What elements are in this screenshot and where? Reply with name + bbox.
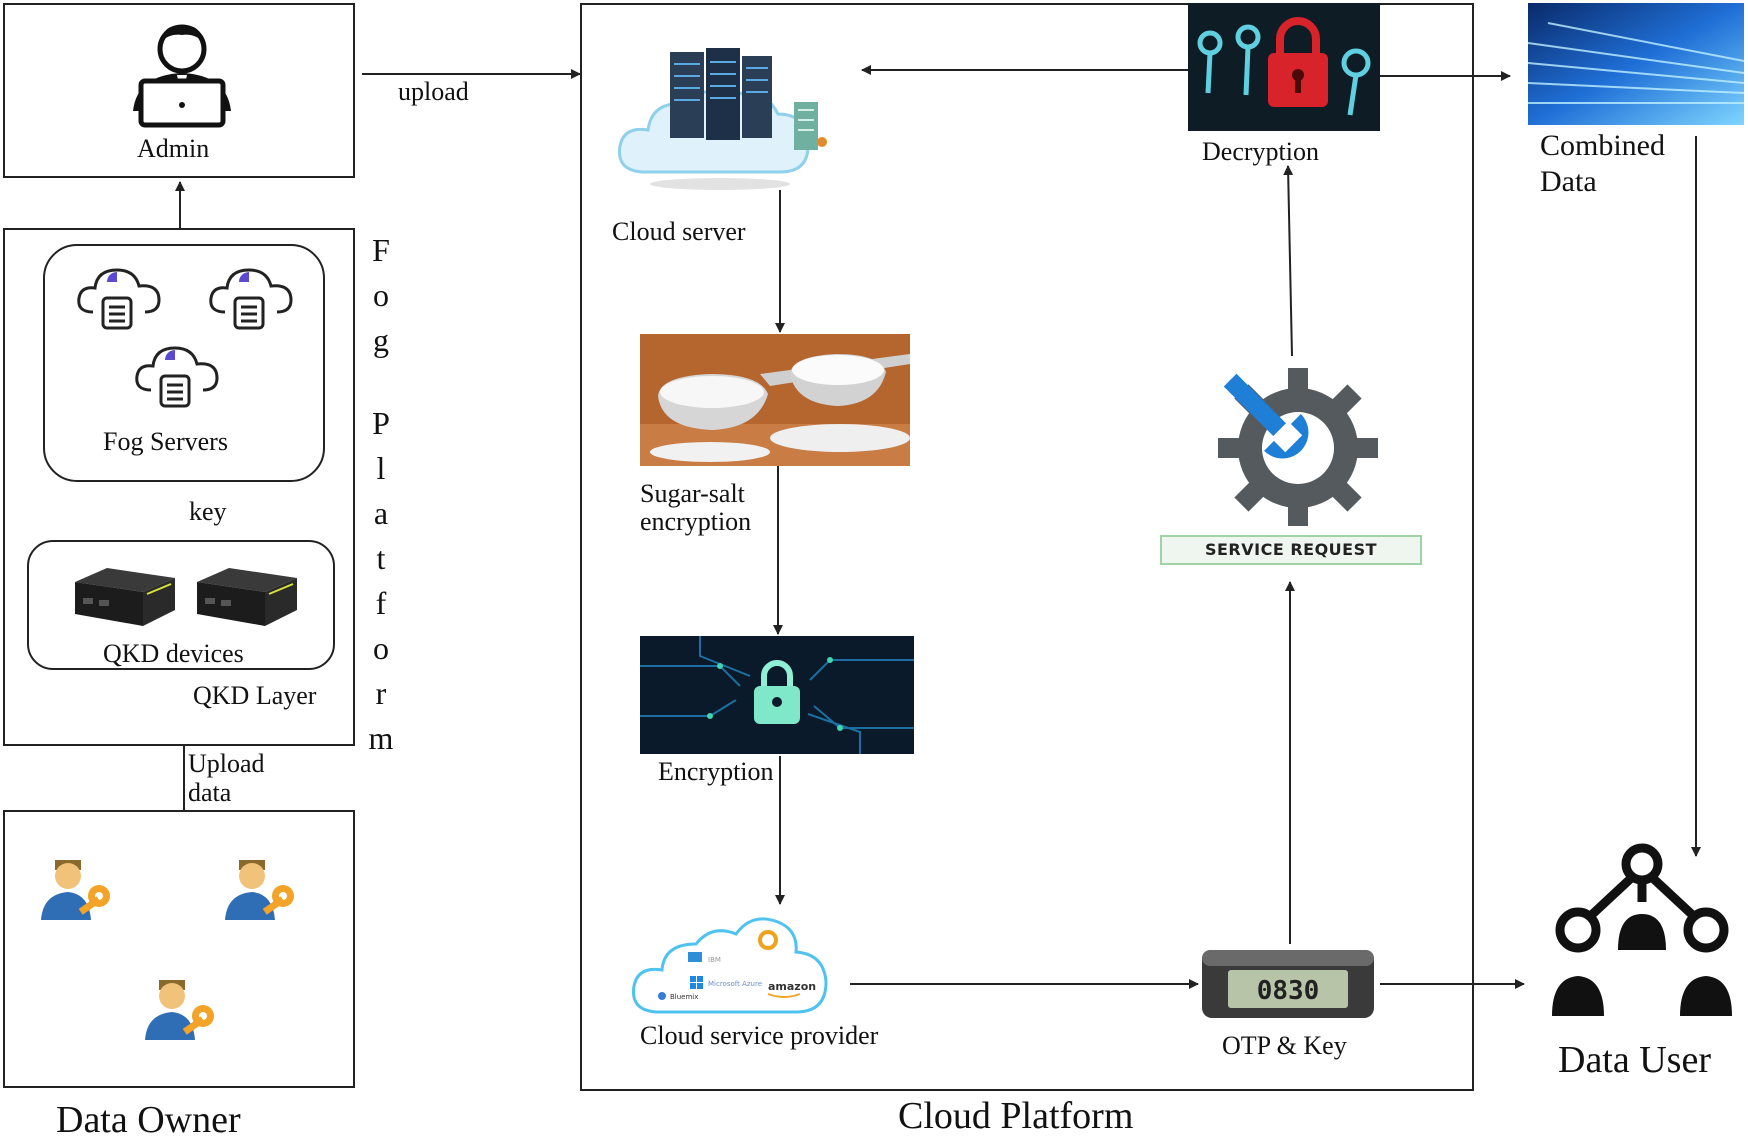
admin-box: Admin <box>3 3 355 178</box>
fog-title-letter: a <box>373 495 389 531</box>
svg-text:IBM: IBM <box>708 956 721 964</box>
owner-key-user-icon <box>225 860 294 920</box>
csp-logo-amazon: amazon <box>768 980 816 993</box>
fog-title-letter: l <box>376 450 386 486</box>
key-label: key <box>189 497 227 526</box>
cloud-platform-box <box>580 3 1474 1091</box>
fog-title-letter: m <box>368 720 394 756</box>
encryption-lock-image <box>640 636 914 754</box>
qkd-devices-group: QKD devices <box>27 540 335 670</box>
qkd-device-icon <box>75 568 175 626</box>
data-user-title: Data User <box>1558 1039 1711 1081</box>
owner-key-user-icon <box>41 860 110 920</box>
cloud-service-provider-label: Cloud service provider <box>640 1021 879 1050</box>
fog-title-letter: t <box>376 540 386 576</box>
admin-laptop-user-icon <box>133 24 231 128</box>
fog-title-letter: f <box>375 585 387 621</box>
fog-server-cloud-icon <box>77 268 161 330</box>
csp-logo-azure: Microsoft Azure <box>708 980 762 988</box>
owner-key-user-icon <box>145 980 214 1040</box>
cloud-service-provider-icon: IBM Microsoft Azure amazon Bluemix <box>631 917 828 1014</box>
upload-data-label-line2: data <box>188 778 232 807</box>
fog-title-letter: P <box>372 405 390 441</box>
combined-data-label-line1: Combined <box>1540 129 1665 162</box>
csp-logo-bluemix: Bluemix <box>670 993 698 1001</box>
otp-token-icon: 0830 <box>1202 950 1374 1018</box>
cloud-platform-title: Cloud Platform <box>898 1095 1134 1137</box>
qkd-devices-label: QKD devices <box>103 639 244 668</box>
data-owner-title: Data Owner <box>56 1099 241 1141</box>
sugar-salt-image <box>640 334 910 466</box>
combined-data-label-line2: Data <box>1540 165 1597 198</box>
sugar-salt-label-line1: Sugar-salt <box>640 479 745 508</box>
admin-label: Admin <box>137 134 210 163</box>
fog-servers-label: Fog Servers <box>103 427 228 456</box>
fog-platform-vertical-title: F o g P l a t f o r m <box>366 228 396 761</box>
service-request-label: SERVICE REQUEST <box>1160 535 1422 565</box>
fog-server-cloud-icon <box>135 346 219 408</box>
fog-servers-group: Fog Servers <box>43 244 325 482</box>
encryption-label: Encryption <box>658 757 774 786</box>
qkd-layer-label: QKD Layer <box>193 681 317 710</box>
fog-title-letter: r <box>375 675 387 711</box>
decryption-label: Decryption <box>1202 137 1319 166</box>
fog-title-letter: g <box>373 322 389 358</box>
otp-display: 0830 <box>1257 976 1320 1006</box>
fog-platform-box: Fog Servers key QKD devices QKD Layer <box>3 228 355 746</box>
cloud-server-label: Cloud server <box>612 217 746 246</box>
data-user-network-icon <box>1552 843 1732 1016</box>
decryption-lock-keys-image <box>1188 3 1380 131</box>
gear-wrench-icon <box>1218 368 1378 526</box>
fog-server-cloud-icon <box>209 268 293 330</box>
fog-title-letter: o <box>373 277 389 313</box>
combined-data-image <box>1528 3 1744 125</box>
upload-data-label-line1: Upload <box>188 749 265 778</box>
fog-title-letter: F <box>372 232 390 268</box>
upload-label: upload <box>398 77 469 106</box>
fog-title-letter: o <box>373 630 389 666</box>
data-owner-box <box>3 810 355 1088</box>
cloud-server-icon <box>617 48 827 190</box>
fog-title-letter <box>366 363 396 401</box>
otp-key-label: OTP & Key <box>1222 1031 1347 1060</box>
qkd-device-icon <box>197 568 297 626</box>
sugar-salt-label-line2: encryption <box>640 507 752 536</box>
